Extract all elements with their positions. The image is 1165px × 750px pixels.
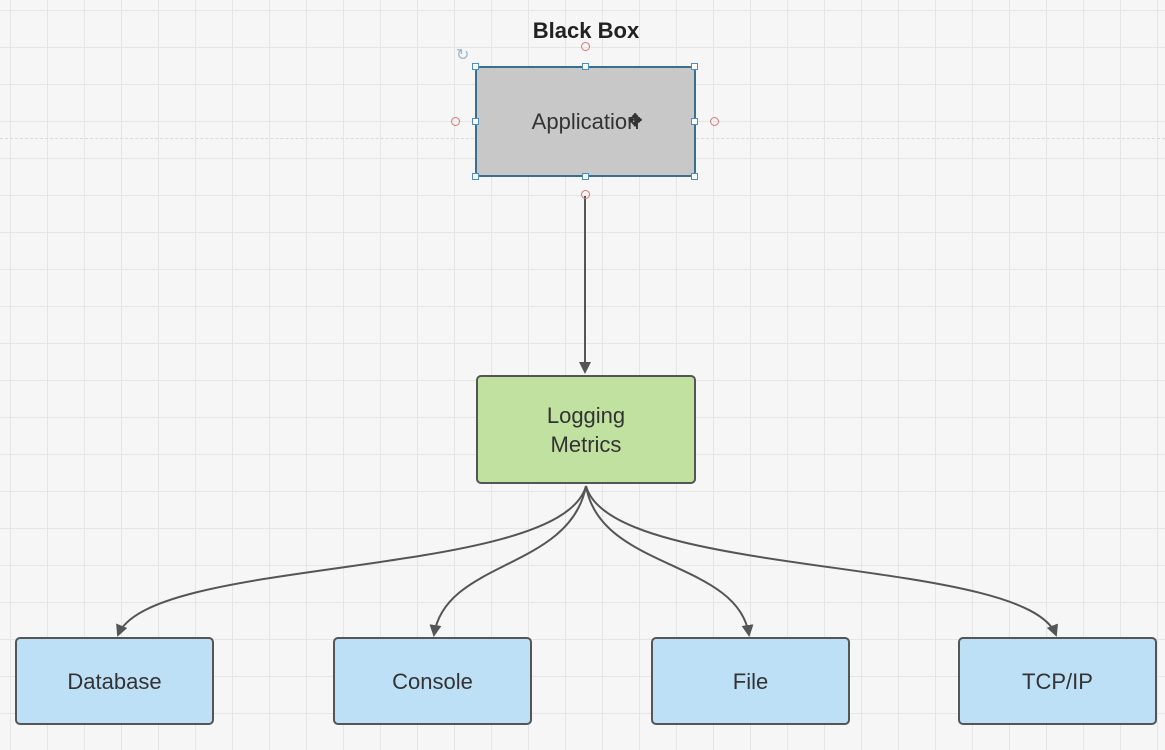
resize-handle-top[interactable] [582,63,589,70]
node-file-label: File [732,668,769,694]
resize-handle-top-right[interactable] [691,63,698,70]
resize-handle-right[interactable] [691,118,698,125]
node-tcpip-label: TCP/IP [1022,668,1093,694]
resize-handle-left[interactable] [472,118,479,125]
connection-anchor-left[interactable] [451,117,460,126]
node-file[interactable]: File [651,637,850,725]
edge-logging-file[interactable] [585,485,754,637]
node-console-label: Console [392,668,473,694]
node-application[interactable]: Application [475,66,696,177]
resize-handle-top-left[interactable] [472,63,479,70]
connection-anchor-bottom[interactable] [581,190,590,199]
node-console[interactable]: Console [333,637,532,725]
connection-anchor-right[interactable] [710,117,719,126]
connection-anchor-top[interactable] [581,42,590,51]
edge-logging-tcpip[interactable] [585,485,1058,637]
node-database[interactable]: Database [15,637,214,725]
diagram-title[interactable]: Black Box [532,18,640,43]
resize-handle-bottom[interactable] [582,173,589,180]
node-tcpip[interactable]: TCP/IP [958,637,1157,725]
node-logging-metrics-label: Logging Metrics [546,402,626,457]
node-database-label: Database [67,668,162,694]
resize-handle-bottom-right[interactable] [691,173,698,180]
node-application-label: Application [531,109,640,134]
rotate-handle-icon[interactable]: ↻ [456,47,470,64]
node-logging-metrics[interactable]: Logging Metrics [476,375,696,484]
edge-logging-database[interactable] [116,485,587,637]
resize-handle-bottom-left[interactable] [472,173,479,180]
edge-logging-console[interactable] [429,485,587,637]
move-cursor-icon: ✥ [628,111,643,130]
